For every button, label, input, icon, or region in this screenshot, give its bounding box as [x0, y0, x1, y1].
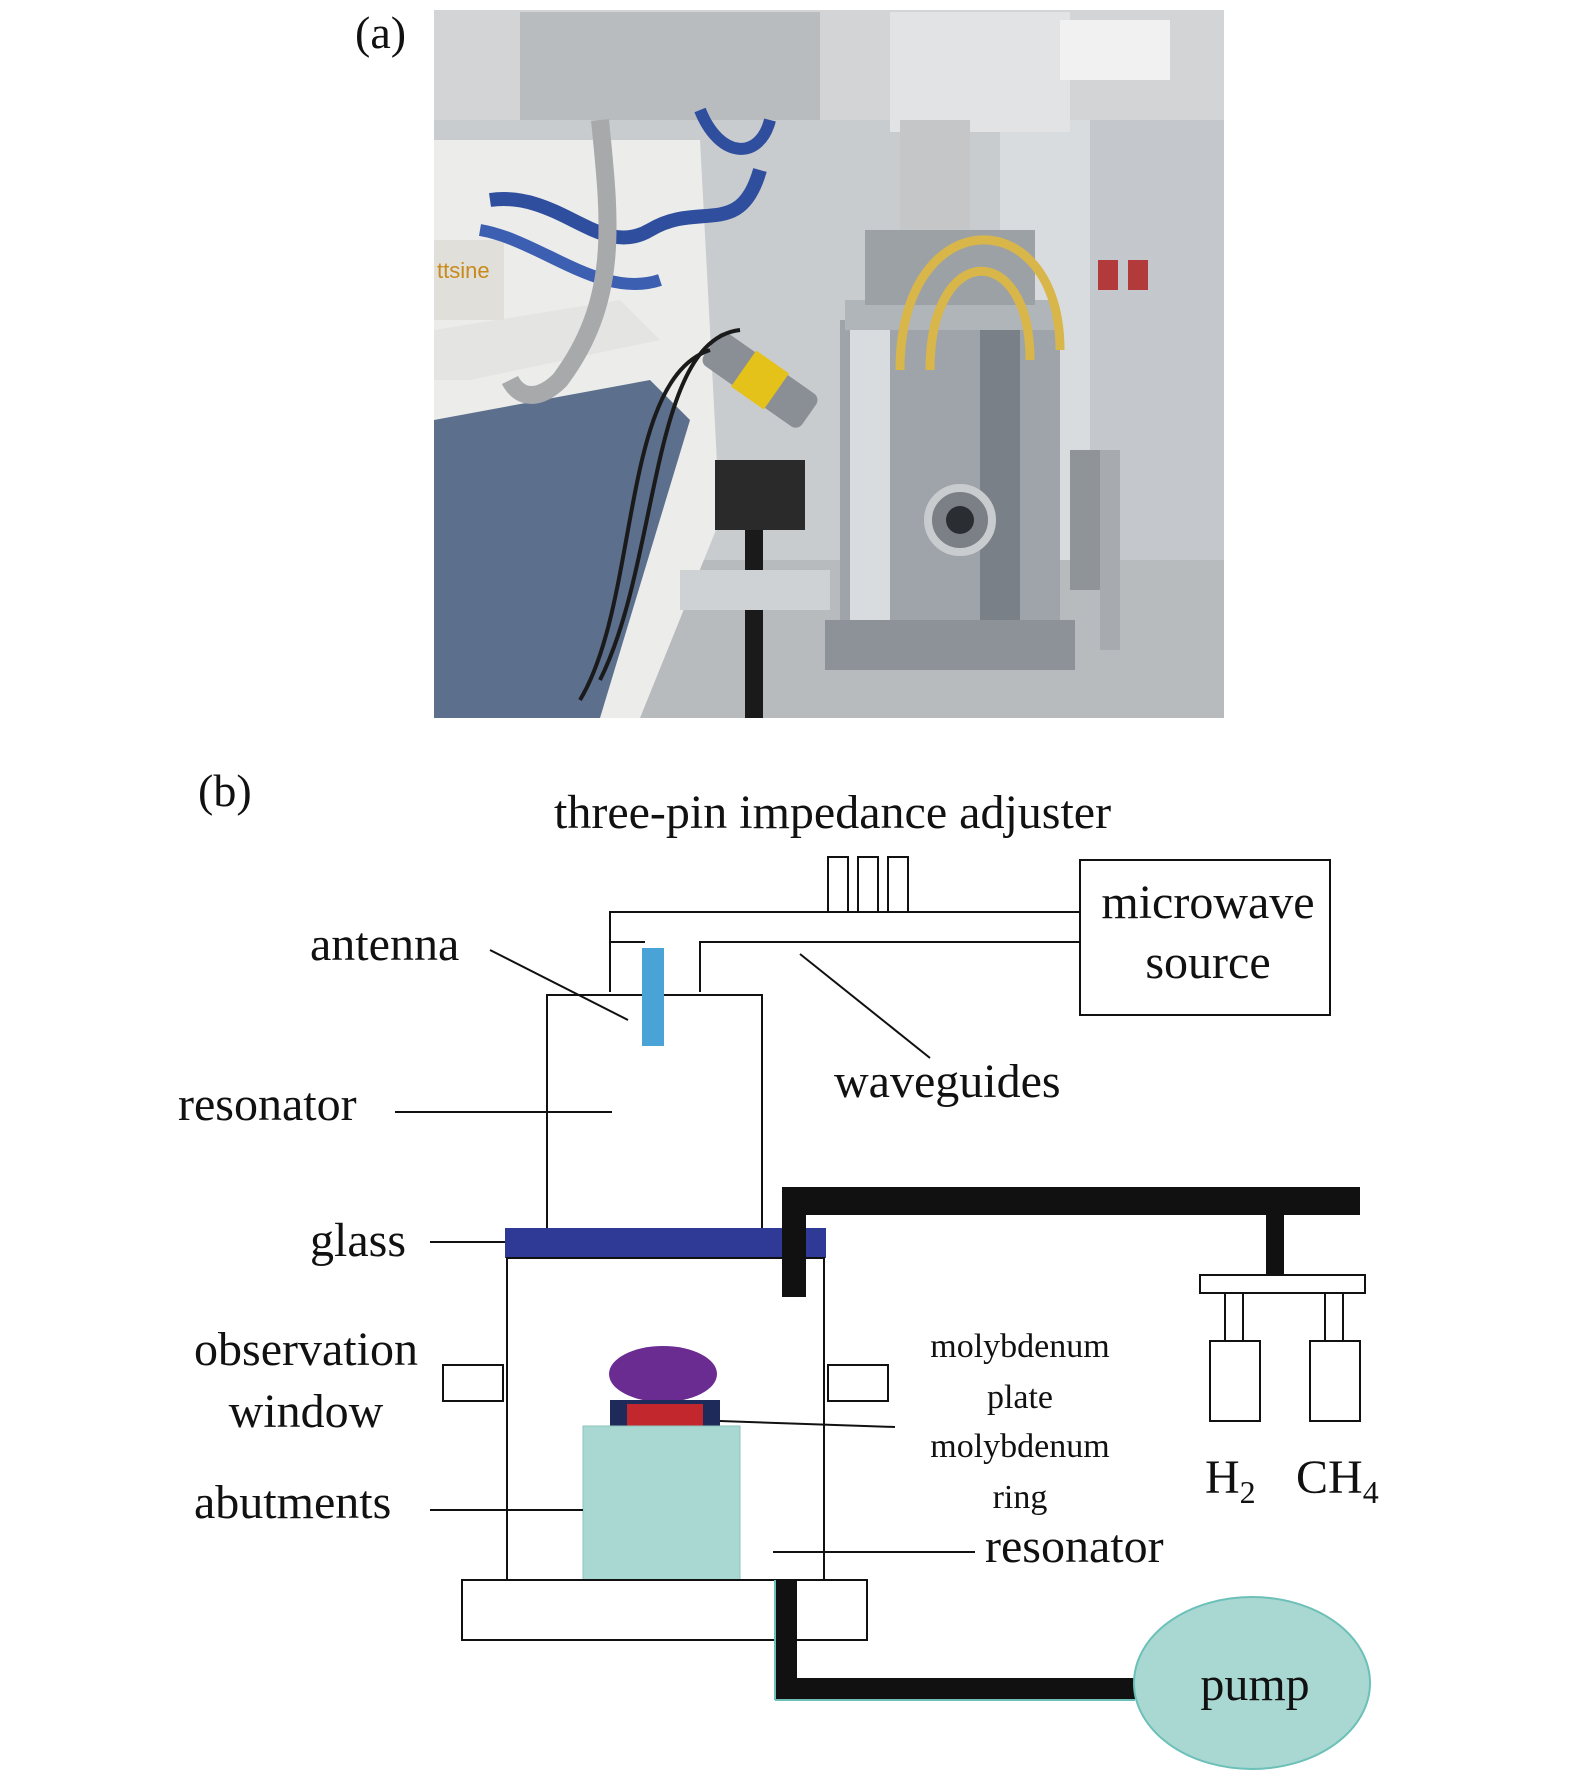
antenna-rod [642, 948, 664, 1046]
h2-cylinder [1209, 1340, 1261, 1422]
abutment-block [582, 1425, 741, 1581]
molybdenum-ring [627, 1404, 703, 1426]
gas-manifold [1199, 1274, 1366, 1342]
antenna-label: antenna [310, 918, 459, 971]
glass-label: glass [310, 1214, 406, 1267]
three-pin-stubs [827, 856, 909, 913]
molybdenum-plate-label-2: plate [987, 1379, 1053, 1416]
three-pin-label: three-pin impedance adjuster [554, 786, 1111, 839]
ch4-cylinder [1309, 1340, 1361, 1422]
glass-plate [505, 1228, 826, 1258]
molybdenum-leader [719, 1420, 896, 1428]
microwave-source-label-1: microwave [1101, 876, 1314, 929]
abutments-label: abutments [194, 1476, 391, 1529]
waveguides-leader [799, 953, 931, 1059]
observation-window-right [827, 1364, 889, 1402]
pump-line [774, 1580, 1135, 1701]
panel-a-label: (a) [355, 7, 406, 58]
observation-label-2: window [229, 1385, 384, 1438]
panel-b-label: (b) [198, 765, 252, 816]
panel-b: (b) three-pin impedance adjuster microwa… [178, 765, 1379, 1770]
pump-label: pump [1200, 1658, 1309, 1711]
molybdenum-ring-label-1: molybdenum [930, 1428, 1109, 1465]
waveguide [609, 911, 1080, 992]
h2-label: H2 [1205, 1451, 1256, 1510]
pump-body [1133, 1596, 1371, 1770]
observation-label-1: observation [194, 1323, 418, 1376]
resonator-top-label: resonator [178, 1078, 357, 1131]
molybdenum-plate-label-1: molybdenum [930, 1328, 1109, 1365]
gas-inlet [782, 1228, 806, 1297]
panel-a: (a) ttsine [355, 7, 1224, 718]
brand-text: ttsine [437, 258, 490, 283]
antenna-leader [489, 949, 629, 1021]
microwave-source-box [1079, 859, 1331, 1016]
ch4-label: CH4 [1296, 1451, 1379, 1510]
resonator-bottom-label: resonator [985, 1520, 1164, 1573]
observation-window-left [442, 1364, 504, 1402]
waveguides-label: waveguides [834, 1055, 1061, 1108]
molybdenum-plate [609, 1346, 717, 1402]
lab-photograph: ttsine [434, 10, 1224, 718]
molybdenum-ring-label-2: ring [993, 1479, 1048, 1516]
gas-feed-pipe [782, 1187, 1360, 1297]
base-plate [461, 1579, 868, 1641]
microwave-source-label-2: source [1145, 936, 1270, 989]
